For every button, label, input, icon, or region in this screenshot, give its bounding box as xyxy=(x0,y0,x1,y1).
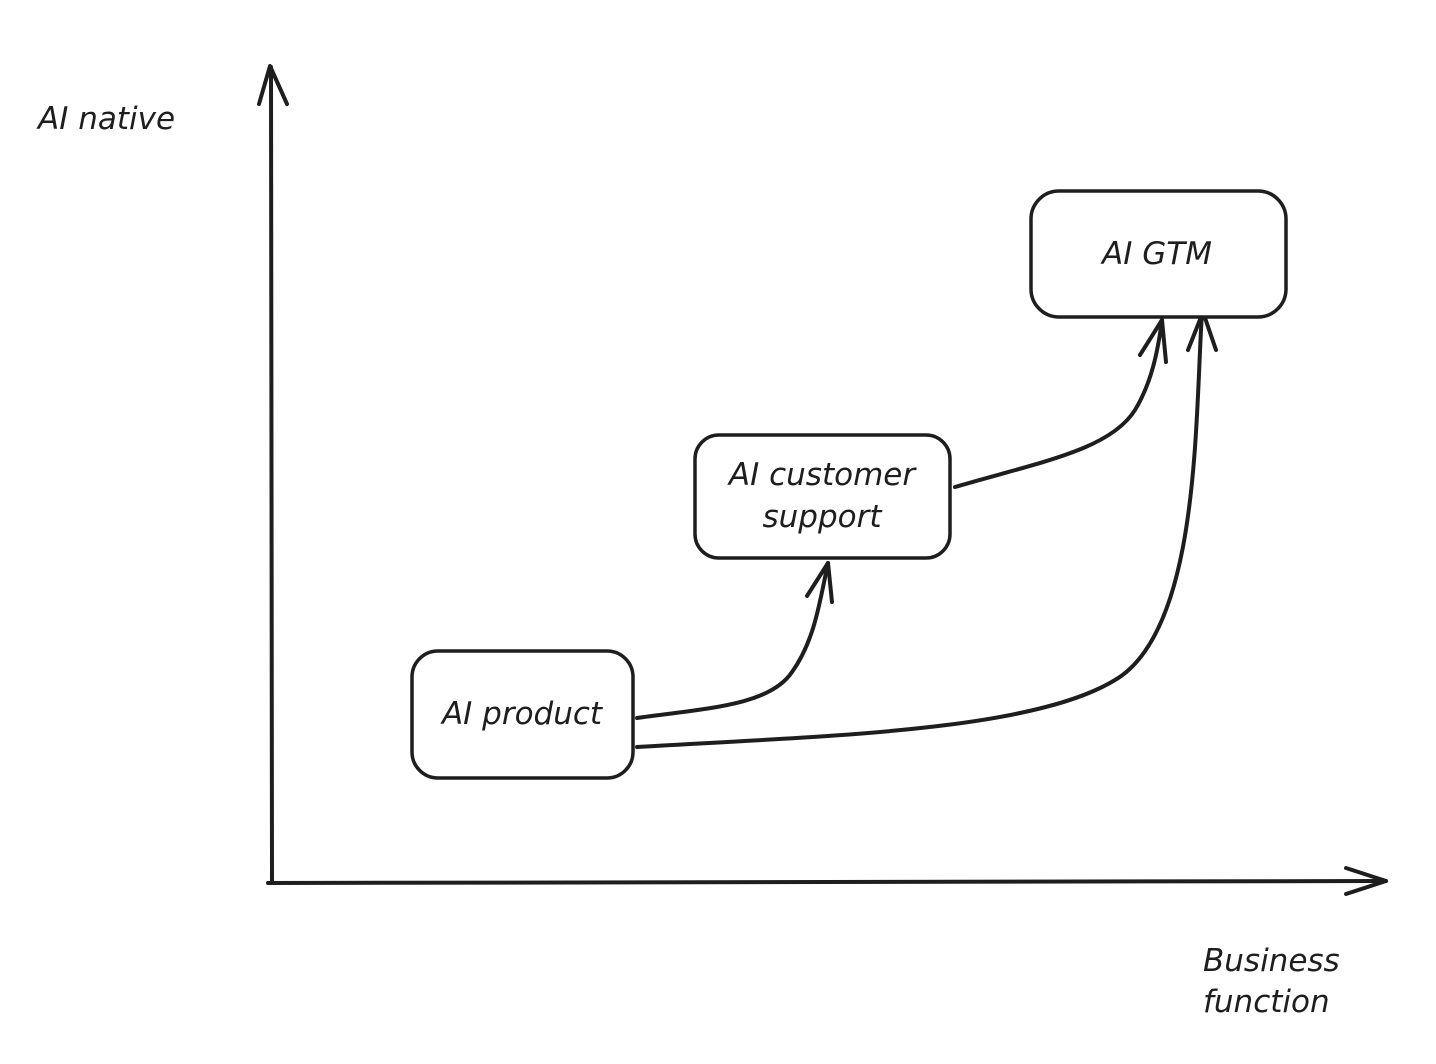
arrow-support-to-gtm xyxy=(953,318,1168,489)
y-axis xyxy=(257,64,289,884)
node-ai-product-box xyxy=(410,649,635,780)
node-ai-product-label: AI product xyxy=(440,696,604,732)
y-axis-label: AI native xyxy=(36,101,175,137)
arrow-product-to-support-line xyxy=(635,561,830,720)
x-axis-label-line1: Business xyxy=(1203,943,1340,979)
node-ai-customer-support-label-line1: AI customer xyxy=(727,457,917,493)
arrow-product-to-gtm-line xyxy=(635,310,1204,749)
node-ai-gtm: AI GTM xyxy=(1029,189,1288,319)
arrow-support-to-gtm-head xyxy=(1138,318,1168,364)
y-axis-arrowhead xyxy=(257,64,289,106)
x-axis-arrowhead xyxy=(1344,866,1388,896)
x-axis xyxy=(266,866,1388,896)
node-ai-customer-support-box xyxy=(693,433,952,560)
node-ai-product: AI product xyxy=(410,649,635,780)
node-ai-customer-support-label-line2: support xyxy=(762,499,883,535)
node-ai-customer-support: AI customer support xyxy=(693,433,952,560)
arrow-product-to-support-head xyxy=(805,561,834,604)
node-ai-gtm-box xyxy=(1029,189,1288,319)
arrow-support-to-gtm-line xyxy=(953,318,1164,489)
x-axis-line xyxy=(266,879,1388,885)
node-ai-gtm-label: AI GTM xyxy=(1100,236,1212,272)
y-axis-line xyxy=(269,65,274,884)
arrow-product-to-support xyxy=(635,561,834,720)
x-axis-label-line2: function xyxy=(1203,984,1330,1020)
